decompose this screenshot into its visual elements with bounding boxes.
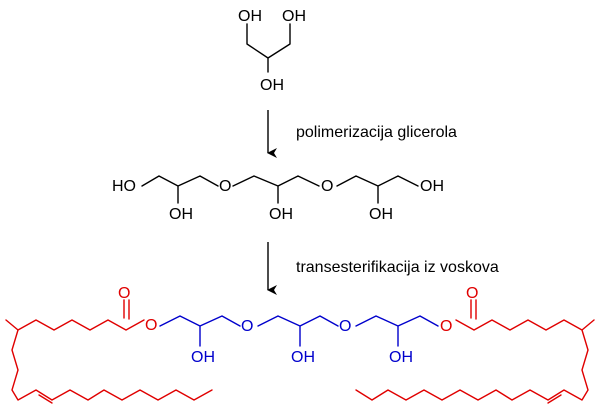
- glycerol-oh-3: OH: [282, 8, 306, 25]
- right-carbonyl-o: O: [466, 285, 478, 302]
- right-ester-o: O: [440, 318, 452, 335]
- polyglycerol-ester-molecule: O O O O OH OH OH O O: [5, 285, 595, 404]
- ester-oh-2: OH: [291, 349, 315, 366]
- ester-ether-o-2: O: [339, 318, 351, 335]
- glycerol-bonds: [246, 23, 291, 73]
- glycerol-molecule: OH OH OH: [238, 8, 306, 94]
- left-ester-o: O: [145, 317, 157, 334]
- triglycerol-oh-right: OH: [420, 178, 444, 195]
- ester-oh-1: OH: [191, 349, 215, 366]
- triglycerol-bonds: [141, 175, 419, 204]
- triglycerol-ether-o-2: O: [321, 178, 333, 195]
- triglycerol-ether-o-1: O: [219, 178, 231, 195]
- left-cis-double-bond: [38, 394, 53, 404]
- triglycerol-molecule: HO O O OH OH OH OH: [112, 175, 444, 223]
- step1-label: polimerizacija glicerola: [296, 124, 457, 141]
- left-carbonyl-o: O: [118, 285, 130, 302]
- left-carbonyl-bond: [123, 299, 130, 320]
- ester-ether-o-1: O: [241, 318, 253, 335]
- step2-label: transesterifikacija iz voskova: [296, 259, 499, 276]
- step2-arrow: transesterifikacija iz voskova: [267, 242, 499, 295]
- right-cis-double-bond: [547, 394, 562, 404]
- right-acyl-chain: [355, 319, 595, 401]
- triglycerol-ho-left: HO: [112, 178, 136, 195]
- triglycerol-oh-1: OH: [169, 206, 193, 223]
- ester-backbone: [159, 315, 439, 347]
- step1-arrow: polimerizacija glicerola: [267, 110, 457, 158]
- triglycerol-oh-2: OH: [269, 206, 293, 223]
- glycerol-oh-2: OH: [260, 77, 284, 94]
- ester-oh-3: OH: [389, 349, 413, 366]
- left-acyl-chain: [5, 319, 213, 401]
- triglycerol-oh-3: OH: [369, 206, 393, 223]
- glycerol-oh-1: OH: [238, 8, 262, 25]
- right-carbonyl-bond: [470, 299, 477, 320]
